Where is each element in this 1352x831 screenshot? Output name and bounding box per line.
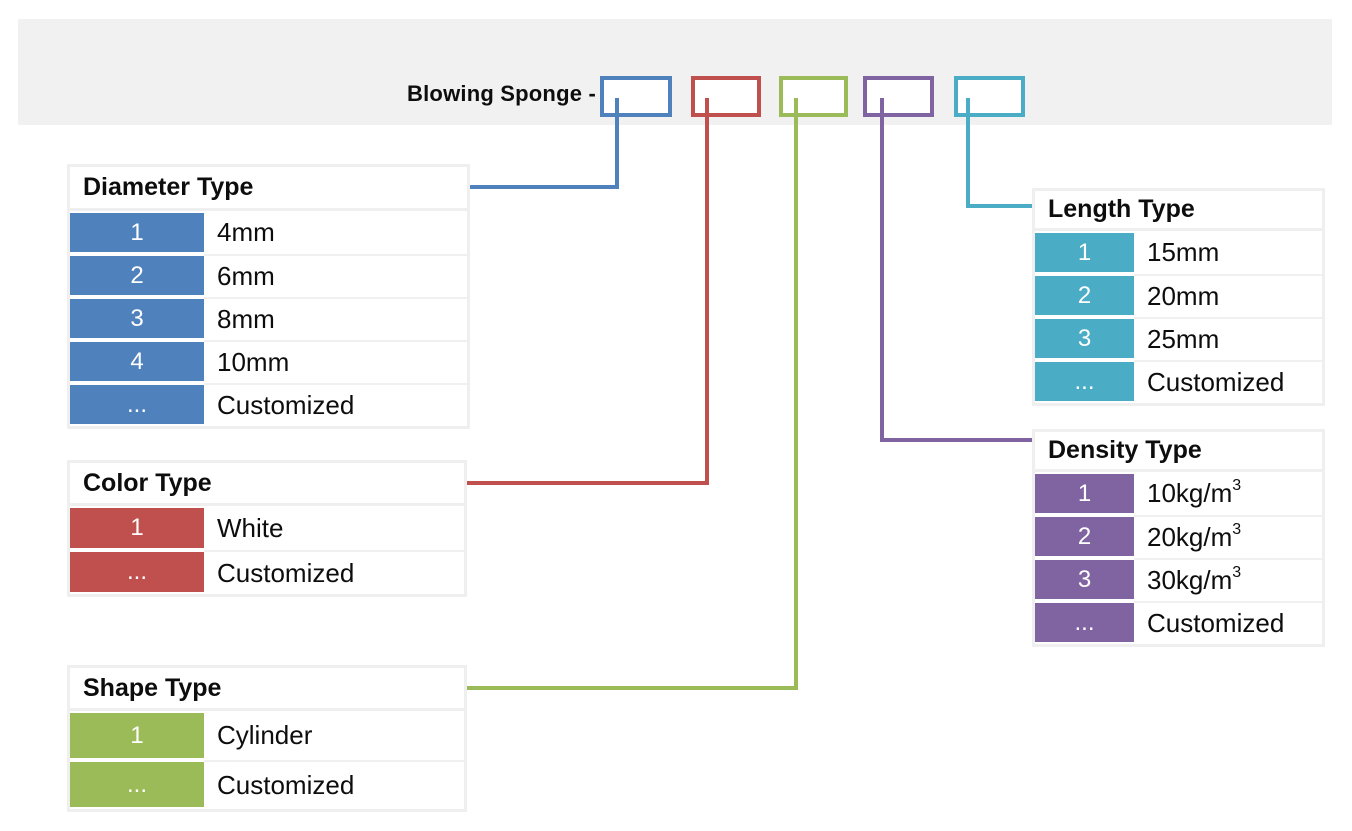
value-cell: 25mm xyxy=(1134,317,1322,360)
length-type-table: Length Type 1 15mm 2 20mm 3 25mm ... Cus… xyxy=(1032,188,1325,406)
value-cell: 10mm xyxy=(204,340,467,383)
connector-density-vertical xyxy=(880,98,884,442)
superscript: 3 xyxy=(1232,520,1242,538)
code-cell: 1 xyxy=(70,713,204,758)
value-cell: Customized xyxy=(1134,601,1322,644)
value-text: Customized xyxy=(1147,608,1285,638)
connector-color-vertical xyxy=(705,98,709,485)
code-cell: ... xyxy=(1035,362,1134,401)
value-cell: Cylinder xyxy=(217,720,313,750)
table-row: 3 8mm xyxy=(70,297,467,340)
value-cell: 15mm xyxy=(1147,237,1220,267)
value-cell: Customized xyxy=(1134,360,1322,403)
table-row: 2 6mm xyxy=(70,254,467,297)
value-cell: Customized xyxy=(204,550,464,594)
connector-length-horizontal xyxy=(966,204,1032,208)
code-cell: 2 xyxy=(1035,276,1134,315)
code-cell: 2 xyxy=(1035,517,1134,556)
table-row: 1 4mm xyxy=(70,211,467,254)
code-cell: ... xyxy=(70,385,204,424)
code-cell: 1 xyxy=(1035,474,1134,513)
table-row: 4 10mm xyxy=(70,340,467,383)
value-cell: Customized xyxy=(204,383,467,426)
connector-diameter-horizontal xyxy=(470,185,619,189)
value-cell: White xyxy=(217,512,284,543)
table-row: 1 15mm xyxy=(1035,231,1322,274)
value-cell: 8mm xyxy=(204,297,467,340)
diameter-code-box xyxy=(600,76,672,117)
value-text: 20kg/m xyxy=(1147,522,1233,552)
table-title: Diameter Type xyxy=(70,167,467,211)
table-row: ... Customized xyxy=(70,383,467,426)
table-title: Color Type xyxy=(70,463,464,506)
table-row: ... Customized xyxy=(1035,360,1322,403)
code-cell: 3 xyxy=(1035,319,1134,358)
color-type-table: Color Type 1 White ... Customized xyxy=(67,460,467,597)
code-cell: 3 xyxy=(70,299,204,338)
length-code-box xyxy=(954,76,1025,117)
table-title: Shape Type xyxy=(70,668,464,711)
value-text: 10kg/m xyxy=(1147,478,1233,508)
connector-shape-horizontal xyxy=(467,686,798,690)
density-code-box xyxy=(863,76,934,117)
shape-type-table: Shape Type 1 Cylinder ... Customized xyxy=(67,665,467,812)
color-code-box xyxy=(691,76,761,117)
value-cell: 20mm xyxy=(1134,274,1322,317)
code-cell: 1 xyxy=(70,508,204,548)
connector-color-horizontal xyxy=(467,481,709,485)
table-title: Density Type xyxy=(1035,432,1322,472)
header-banner: Blowing Sponge - xyxy=(18,19,1332,125)
table-row: ... Customized xyxy=(1035,601,1322,644)
table-row: ... Customized xyxy=(70,760,464,809)
value-cell: 6mm xyxy=(204,254,467,297)
table-row: 1 Cylinder xyxy=(70,711,464,760)
code-cell: 1 xyxy=(1035,233,1134,272)
shape-code-box xyxy=(779,76,848,117)
code-cell: 2 xyxy=(70,256,204,295)
superscript: 3 xyxy=(1232,476,1242,494)
code-cell: ... xyxy=(1035,603,1134,642)
code-cell: 4 xyxy=(70,342,204,381)
value-cell: Customized xyxy=(204,760,464,809)
code-cell: 1 xyxy=(70,213,204,252)
connector-length-vertical xyxy=(966,98,970,208)
value-text: 30kg/m xyxy=(1147,565,1233,595)
code-cell: ... xyxy=(70,552,204,592)
connector-shape-vertical xyxy=(794,98,798,690)
product-title: Blowing Sponge - xyxy=(407,81,596,106)
value-cell: 4mm xyxy=(217,217,275,247)
connector-diameter-vertical xyxy=(615,98,619,189)
table-row: ... Customized xyxy=(70,550,464,594)
table-title: Length Type xyxy=(1035,191,1322,231)
table-row: 3 25mm xyxy=(1035,317,1322,360)
table-row: 2 20mm xyxy=(1035,274,1322,317)
diameter-type-table: Diameter Type 1 4mm 2 6mm 3 8mm 4 10mm .… xyxy=(67,164,470,429)
superscript: 3 xyxy=(1232,563,1242,581)
connector-density-horizontal xyxy=(880,438,1032,442)
code-cell: 3 xyxy=(1035,560,1134,599)
table-row: 1 White xyxy=(70,506,464,550)
code-cell: ... xyxy=(70,762,204,807)
